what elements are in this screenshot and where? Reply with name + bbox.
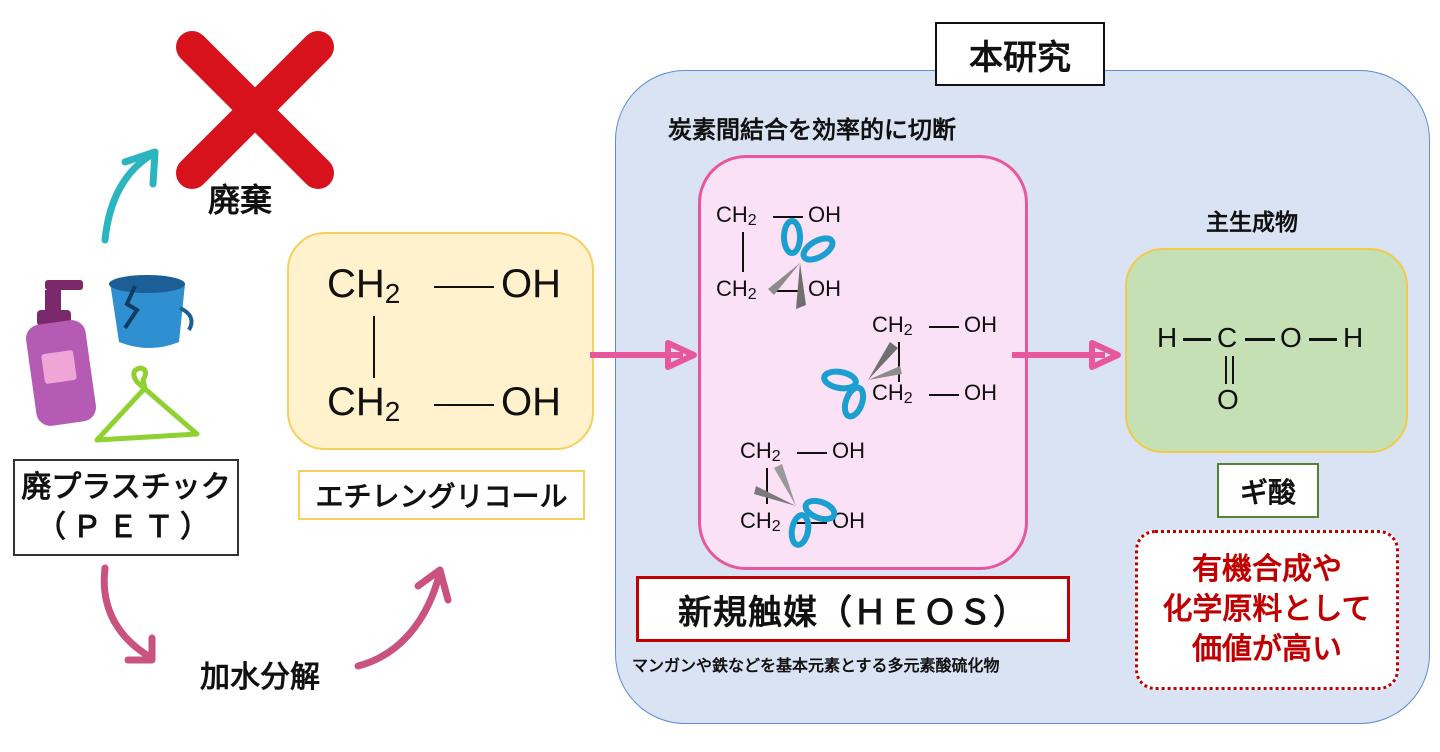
research-title: 本研究 — [935, 22, 1105, 86]
ethylene-glycol-label: エチレングリコール — [298, 470, 585, 520]
catalyst-box — [698, 155, 1028, 570]
atom-o1: O — [1280, 322, 1302, 353]
mol3-oh1: OH — [832, 438, 865, 463]
scissors-icon — [768, 218, 836, 309]
mol3-oh2: OH — [832, 508, 865, 533]
cleave-caption: 炭素間結合を効率的に切断 — [668, 116, 956, 144]
mol1-row1: CH2 — [716, 202, 757, 229]
mol2-oh1: OH — [964, 312, 997, 337]
atom-c: C — [1217, 322, 1238, 353]
eg-row-1: CH2 — [327, 262, 401, 309]
mol2-oh2: OH — [964, 380, 997, 405]
bond-line — [373, 316, 375, 378]
value-note: 有機合成や 化学原料として 価値が高い — [1135, 530, 1399, 690]
atom-h2: H — [1343, 322, 1364, 353]
bond-line — [1183, 338, 1211, 341]
formic-acid-label: ギ酸 — [1217, 463, 1319, 518]
hydrolysis-arrow-up-icon — [354, 566, 452, 670]
bucket-icon — [109, 275, 194, 348]
mol1-oh1: OH — [808, 202, 841, 227]
formic-acid-structure-box: H C O H O — [1125, 248, 1408, 453]
bond-line — [1309, 338, 1337, 341]
mol1-row2: CH2 — [716, 276, 757, 303]
atom-o2: O — [1217, 384, 1239, 415]
hydrolysis-arrow-down-icon — [100, 564, 156, 664]
hydrolysis-label: 加水分解 — [200, 660, 320, 695]
mol3-row1: CH2 — [740, 438, 781, 465]
bond-line — [1245, 338, 1275, 341]
eg-row-2: CH2 — [327, 380, 401, 427]
arrow-to-catalyst-icon — [590, 340, 697, 370]
eg-oh-2: OH — [501, 380, 561, 424]
arrow-to-product-icon — [1012, 340, 1121, 370]
mol2-row2: CH2 — [872, 380, 913, 407]
double-bond-line — [1232, 356, 1234, 384]
mol3-row2: CH2 — [740, 508, 781, 535]
bond-line — [434, 404, 494, 406]
main-product-caption: 主生成物 — [1206, 210, 1298, 236]
bond-line — [434, 286, 494, 288]
mol1-oh2: OH — [808, 276, 841, 301]
mol2-row1: CH2 — [872, 312, 913, 339]
heos-description: マンガンや鉄などを基本元素とする多元素酸硫化物 — [632, 656, 1000, 675]
waste-plastic-pet-label: 廃プラスチック （ＰＥＴ） — [13, 459, 239, 556]
value-line: 化学原料として — [1162, 592, 1372, 627]
ethylene-glycol-box: CH2 OH CH2 OH — [287, 232, 594, 450]
hanger-icon — [94, 365, 200, 443]
teal-arrow-icon — [101, 148, 159, 244]
pet-label-line2: （ＰＥＴ） — [36, 509, 216, 545]
atom-h1: H — [1157, 322, 1178, 353]
value-line: 有機合成や — [1192, 552, 1342, 587]
scissors-icon — [821, 342, 902, 420]
discard-x-icon — [176, 31, 334, 189]
value-line: 価値が高い — [1192, 632, 1342, 667]
scissors-icon — [754, 464, 838, 548]
pet-label-line1: 廃プラスチック — [21, 469, 231, 505]
eg-oh-1: OH — [501, 262, 561, 306]
discard-label: 廃棄 — [208, 181, 273, 219]
double-bond-line — [1225, 356, 1227, 384]
heos-catalyst-label: 新規触媒（ＨＥＯＳ） — [636, 576, 1070, 642]
waste-plastics-illustration — [26, 275, 200, 443]
bottle-icon — [26, 280, 96, 426]
